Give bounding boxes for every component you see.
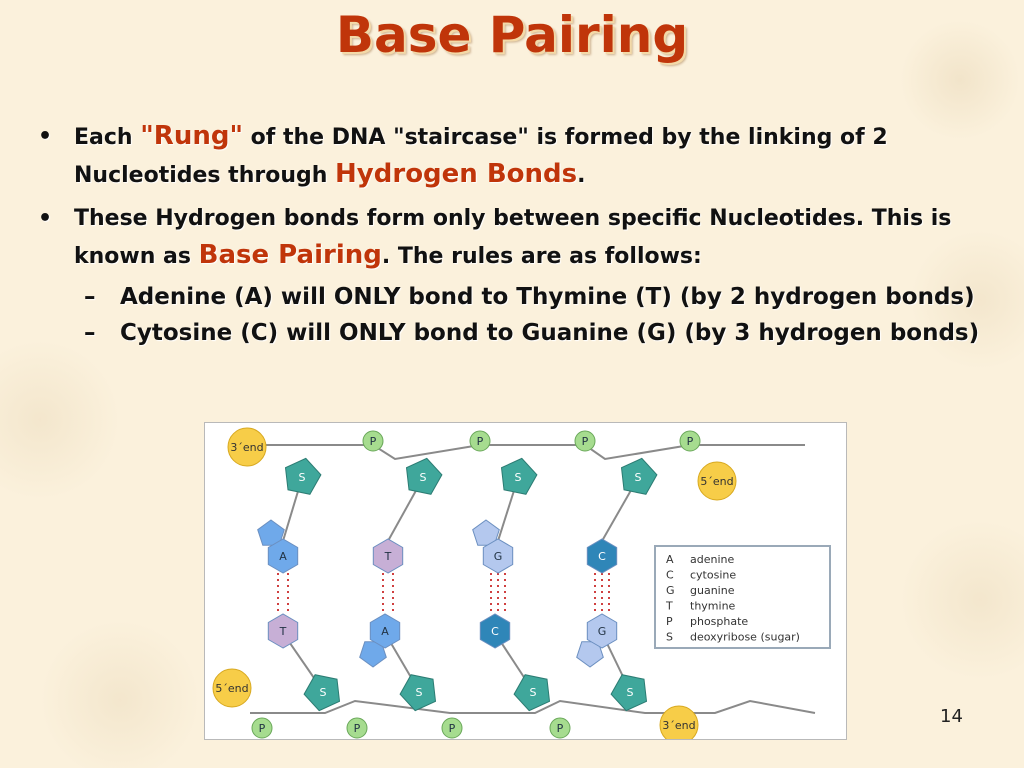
phosphate-label: P bbox=[557, 722, 564, 735]
top-right-end-label: 5´end bbox=[700, 475, 733, 488]
bullet-text: . bbox=[577, 163, 586, 188]
base-label: A bbox=[279, 550, 287, 563]
phosphate-circle bbox=[549, 717, 571, 739]
legend-name: thymine bbox=[690, 600, 736, 613]
legend-code: T bbox=[665, 600, 673, 613]
sugar-label: S bbox=[515, 471, 522, 484]
sub-bullet-text: Adenine (A) will ONLY bond to Thymine (T… bbox=[120, 284, 975, 310]
legend-box bbox=[654, 545, 831, 649]
sub-bullet-cytosine-guanine: – Cytosine (C) will ONLY bond to Guanine… bbox=[38, 317, 993, 349]
bullet-marker: • bbox=[38, 206, 53, 231]
legend-name: phosphate bbox=[690, 615, 748, 628]
adenine-hexagon bbox=[369, 613, 401, 649]
phosphate-circle bbox=[679, 430, 701, 452]
base-label: G bbox=[598, 625, 607, 638]
phosphate-circle bbox=[574, 430, 596, 452]
adenine-hexagon bbox=[267, 538, 299, 574]
base-label: T bbox=[279, 625, 287, 638]
dash-marker: – bbox=[84, 284, 96, 310]
base-label: C bbox=[598, 550, 606, 563]
top-right-end-circle bbox=[697, 461, 737, 501]
sub-bullet-adenine-thymine: – Adenine (A) will ONLY bond to Thymine … bbox=[38, 281, 993, 313]
slide-title: Base Pairing bbox=[335, 6, 689, 64]
bullet-rung: • Each "Rung" of the DNA "staircase" is … bbox=[38, 118, 993, 194]
bottom-right-end-label: 3´end bbox=[662, 719, 695, 732]
sugar-pentagon bbox=[303, 674, 341, 712]
cytosine-hexagon bbox=[479, 613, 511, 649]
thymine-hexagon bbox=[372, 538, 404, 574]
phosphate-circle bbox=[362, 430, 384, 452]
sugar-label: S bbox=[627, 686, 634, 699]
base-label: T bbox=[384, 550, 392, 563]
bottom-left-end-circle bbox=[212, 668, 252, 708]
phosphate-label: P bbox=[582, 435, 589, 448]
phosphate-label: P bbox=[477, 435, 484, 448]
phosphate-circle bbox=[346, 717, 368, 739]
legend-name: deoxyribose (sugar) bbox=[690, 631, 800, 644]
guanine-ring bbox=[576, 641, 604, 668]
sugar-label: S bbox=[530, 686, 537, 699]
guanine-hexagon bbox=[586, 613, 618, 649]
thymine-hexagon bbox=[267, 613, 299, 649]
phosphate-label: P bbox=[259, 722, 266, 735]
bullet-text: . The rules are as follows: bbox=[381, 244, 702, 269]
top-left-end-circle bbox=[227, 427, 267, 467]
sugar-label: S bbox=[320, 686, 327, 699]
legend-name: cytosine bbox=[690, 569, 736, 582]
guanine-ring bbox=[472, 519, 500, 546]
bullet-base-pairing: • These Hydrogen bonds form only between… bbox=[38, 200, 993, 275]
guanine-hexagon bbox=[482, 538, 514, 574]
top-left-end-label: 3´end bbox=[230, 441, 263, 454]
sugar-label: S bbox=[420, 471, 427, 484]
legend-code: G bbox=[666, 584, 675, 597]
highlight-rung: "Rung" bbox=[140, 121, 243, 151]
phosphate-circle bbox=[251, 717, 273, 739]
sugar-label: S bbox=[635, 471, 642, 484]
legend-code: P bbox=[666, 615, 673, 628]
legend-code: S bbox=[666, 631, 673, 644]
legend-code: A bbox=[666, 553, 674, 566]
cytosine-hexagon bbox=[586, 538, 618, 574]
top-backbone bbox=[250, 444, 805, 461]
bullet-text: Each bbox=[74, 125, 141, 150]
base-label: A bbox=[381, 625, 389, 638]
sugar-pentagon bbox=[399, 674, 437, 712]
phosphate-label: P bbox=[370, 435, 377, 448]
sugar-pentagon bbox=[500, 457, 538, 495]
legend-name: adenine bbox=[690, 553, 734, 566]
sugar-pentagon bbox=[405, 457, 443, 495]
bullet-text: of the DNA "staircase" is formed by the … bbox=[74, 125, 888, 188]
phosphate-circle bbox=[469, 430, 491, 452]
bottom-backbone bbox=[250, 699, 816, 714]
bullet-list: • Each "Rung" of the DNA "staircase" is … bbox=[38, 118, 993, 353]
bullet-marker: • bbox=[38, 124, 53, 149]
phosphate-label: P bbox=[354, 722, 361, 735]
sub-bullet-text: Cytosine (C) will ONLY bond to Guanine (… bbox=[120, 320, 980, 346]
bottom-left-end-label: 5´end bbox=[215, 682, 248, 695]
highlight-base-pairing: Base Pairing bbox=[198, 240, 382, 270]
page-number: 14 bbox=[940, 706, 963, 727]
base-label: G bbox=[494, 550, 503, 563]
legend-code: C bbox=[666, 569, 674, 582]
bullet-text: These Hydrogen bonds form only between s… bbox=[74, 206, 952, 269]
phosphate-label: P bbox=[449, 722, 456, 735]
phosphate-label: P bbox=[687, 435, 694, 448]
sugar-pentagon bbox=[620, 457, 658, 495]
sugar-pentagon bbox=[610, 674, 648, 712]
sugar-pentagon bbox=[513, 674, 551, 712]
sugar-pentagon bbox=[284, 457, 322, 495]
phosphate-circle bbox=[441, 717, 463, 739]
sugar-label: S bbox=[416, 686, 423, 699]
dash-marker: – bbox=[84, 320, 96, 346]
highlight-hydrogen-bonds: Hydrogen Bonds bbox=[335, 159, 578, 189]
base-label: C bbox=[491, 625, 499, 638]
adenine-ring bbox=[257, 519, 285, 546]
legend-name: guanine bbox=[690, 584, 735, 597]
adenine-ring bbox=[359, 641, 387, 668]
sugar-label: S bbox=[299, 471, 306, 484]
